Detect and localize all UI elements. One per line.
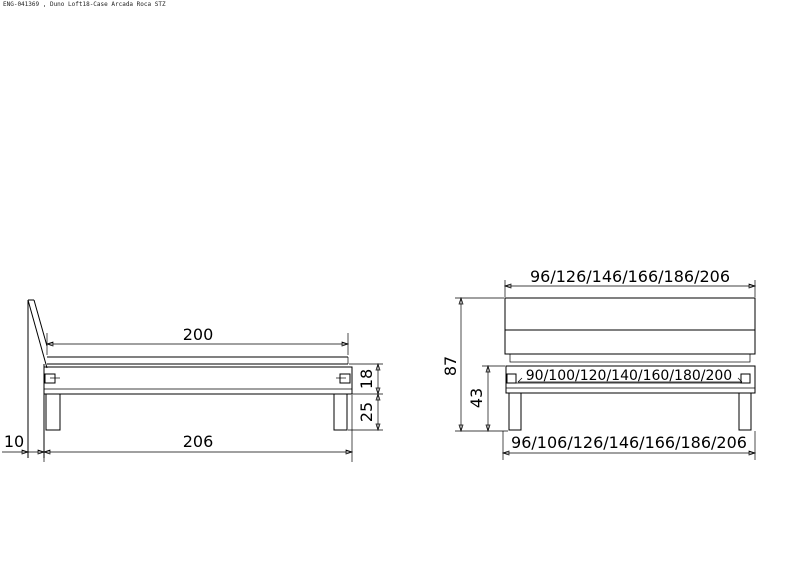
front-leg-left [508,392,522,431]
side-frame-rail [43,366,353,395]
dimension-mattress-widths: 96/126/146/166/186/206 [503,267,757,297]
total-height-label: 87 [441,356,460,376]
leg-height-label: 25 [357,402,376,422]
dimension-outer-length: 206 [42,395,354,462]
dimension-heights-front: 87 43 [441,296,508,433]
dimension-inner-length: 200 [45,325,350,355]
front-connector-left [506,373,517,384]
front-connector-right [740,373,751,384]
headboard-offset-label: 10 [4,432,24,451]
outer-length-label: 206 [183,432,214,451]
frame-top-height-label: 43 [467,388,486,408]
front-view: 96/126/146/166/186/206 90/100/120/140/16… [441,267,757,460]
frame-height-label: 18 [357,369,376,389]
side-leg-right [333,393,348,431]
side-mattress [47,356,349,365]
inner-length-label: 200 [183,325,214,344]
dimension-headboard-offset: 10 [2,432,46,455]
front-leg-right [738,392,752,431]
front-mattress [504,297,756,363]
dimension-heights-side: 18 25 [348,362,383,432]
outer-widths-label: 96/106/126/146/166/186/206 [511,433,747,452]
mattress-widths-label: 96/126/146/166/186/206 [530,267,730,286]
left-connector [44,373,56,384]
side-view: 200 206 10 18 25 [2,299,383,462]
drawing-reference: ENG-041369 , Duno Loft18-Case Arcada Roc… [3,1,166,8]
dimension-inner-widths: 90/100/120/140/160/180/200 [516,368,741,384]
side-leg-left [45,393,61,431]
dimension-outer-widths: 96/106/126/146/166/186/206 [501,431,757,460]
front-frame [505,365,756,394]
right-connector [339,373,351,384]
inner-widths-label: 90/100/120/140/160/180/200 [526,368,732,384]
